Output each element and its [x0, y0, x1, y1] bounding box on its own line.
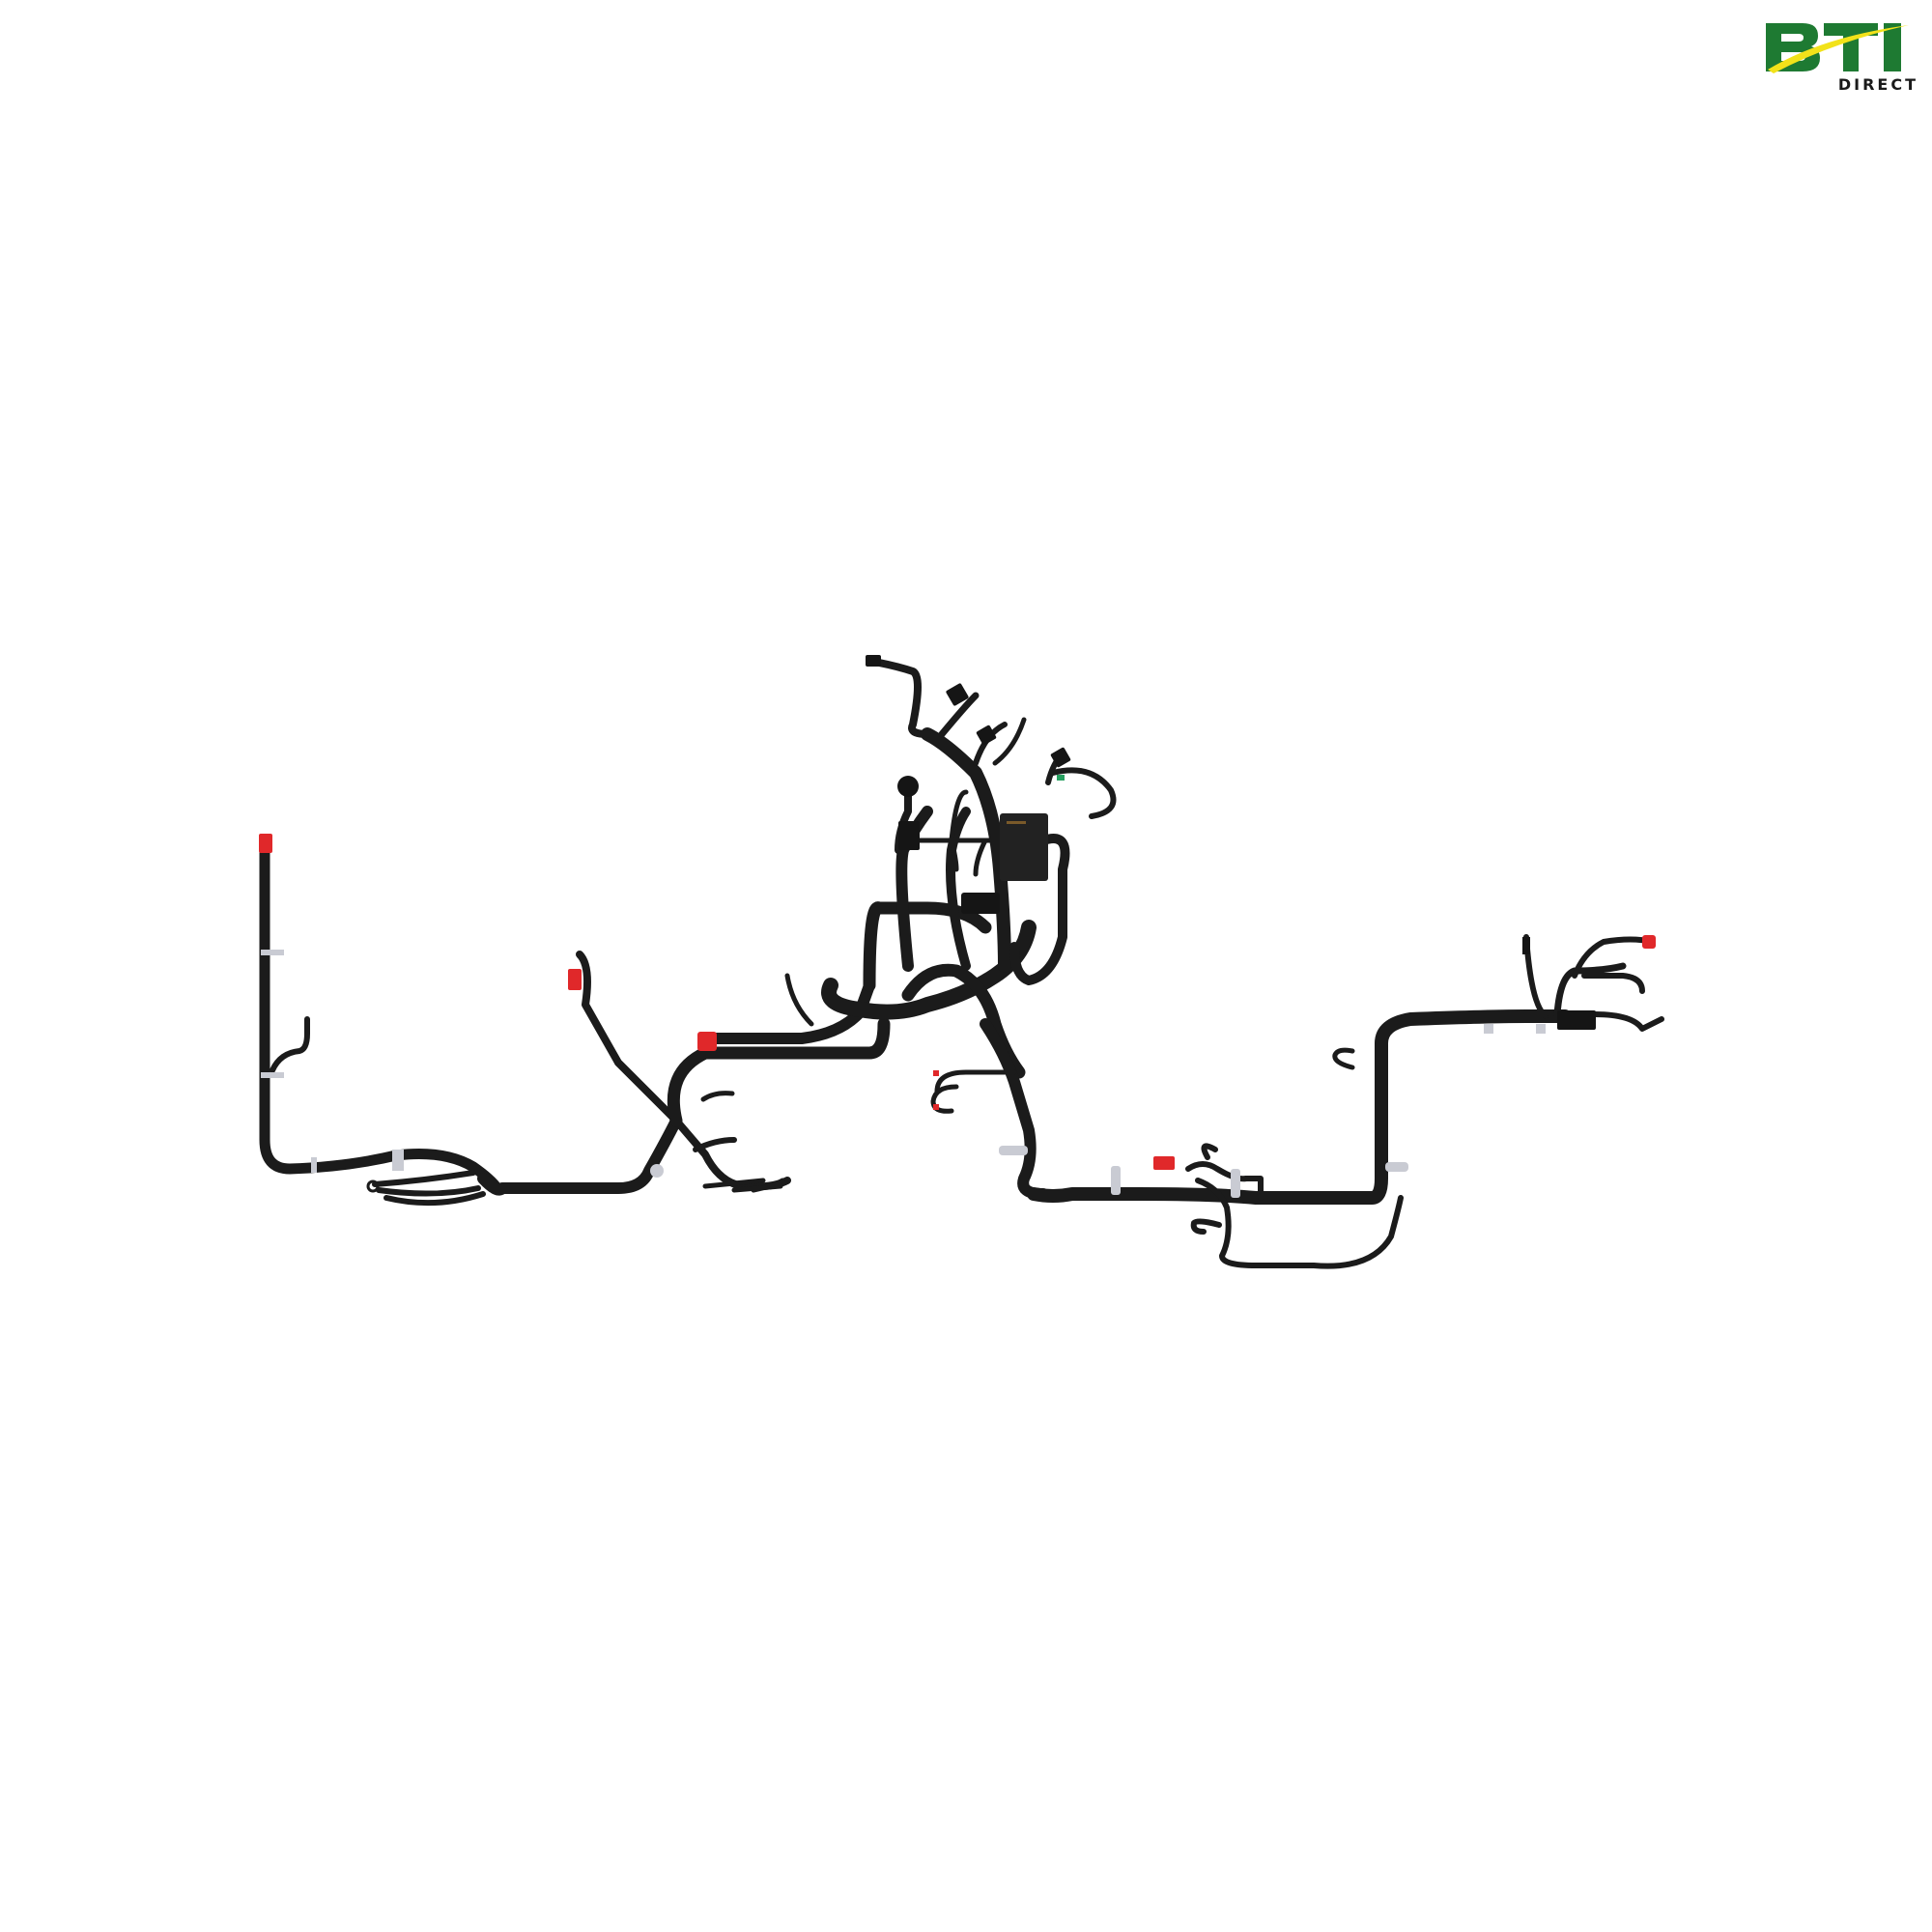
brand-subtitle: DIRECT	[1837, 75, 1918, 94]
bti-logo-icon	[1766, 23, 1909, 73]
control-module	[1000, 813, 1048, 881]
brand-logo: DIRECT	[1764, 17, 1918, 97]
